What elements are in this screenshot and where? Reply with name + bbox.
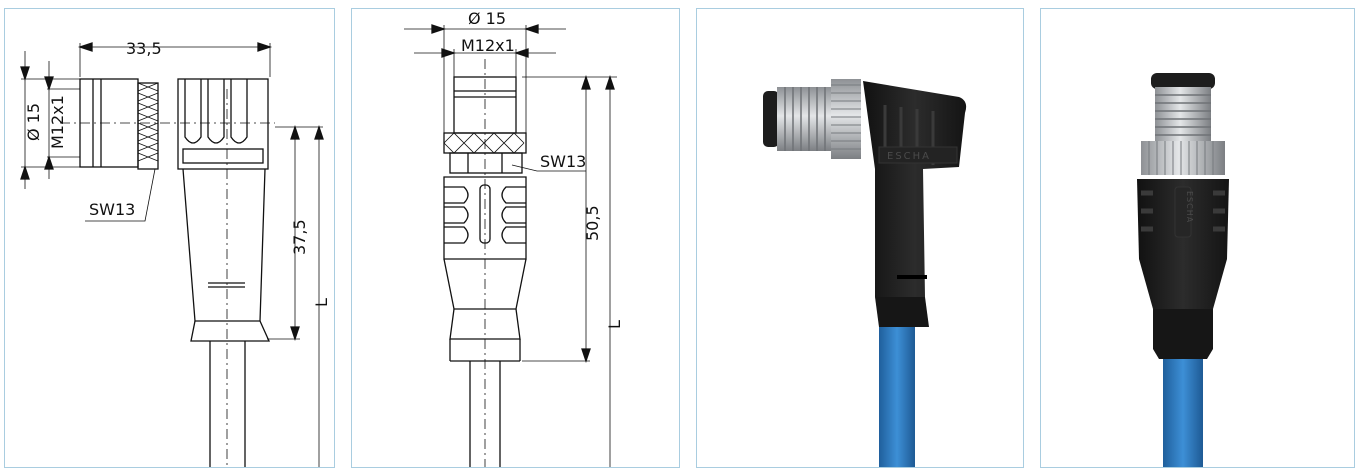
dim-height-label: 37,5 <box>290 219 309 255</box>
dim-height-label: 50,5 <box>583 205 602 241</box>
dim-length-label: 33,5 <box>126 39 162 58</box>
cable-boot <box>1153 309 1213 359</box>
knurled-nut <box>831 79 861 159</box>
angled-connector-photo-panel: ESCHA <box>696 8 1024 468</box>
housing-taper <box>182 168 266 322</box>
dim-cable-label: L <box>312 298 331 307</box>
straight-connector-drawing: Ø 15 M12x1 SW13 50,5 L <box>404 9 624 467</box>
connector-tip <box>1151 73 1215 89</box>
knurled-nut <box>1141 141 1225 175</box>
angled-connector-photo: ESCHA <box>763 79 967 467</box>
angled-housing <box>177 78 269 170</box>
black-housing <box>1137 179 1229 309</box>
angled-connector-drawing-panel: 33,5 Ø 15 M12x1 SW13 37,5 L <box>4 8 335 468</box>
angled-connector-drawing: 33,5 Ø 15 M12x1 SW13 37,5 L <box>20 39 331 467</box>
straight-connector-drawing-panel: Ø 15 M12x1 SW13 50,5 L <box>351 8 680 468</box>
blue-cable <box>1163 359 1203 467</box>
dim-diameter-label: Ø 15 <box>24 103 43 141</box>
brand-mark: ESCHA <box>1185 191 1194 223</box>
dim-diameter-label: Ø 15 <box>468 9 506 28</box>
straight-connector-photo: ESCHA <box>1137 73 1229 467</box>
connector-tip <box>763 91 779 147</box>
metal-thread <box>1155 87 1211 143</box>
cable-boot <box>875 297 929 327</box>
blue-cable <box>879 327 915 467</box>
dim-thread-label: M12x1 <box>48 95 67 149</box>
straight-connector-photo-panel: ESCHA <box>1040 8 1355 468</box>
dim-wrench-label: SW13 <box>89 200 135 219</box>
knurled-nut <box>137 82 159 170</box>
dim-wrench-label: SW13 <box>540 152 586 171</box>
dim-thread-label: M12x1 <box>461 36 515 55</box>
metal-thread <box>777 87 833 151</box>
brand-mark: ESCHA <box>887 151 931 162</box>
dim-cable-label: L <box>605 320 624 329</box>
black-housing <box>863 81 967 297</box>
